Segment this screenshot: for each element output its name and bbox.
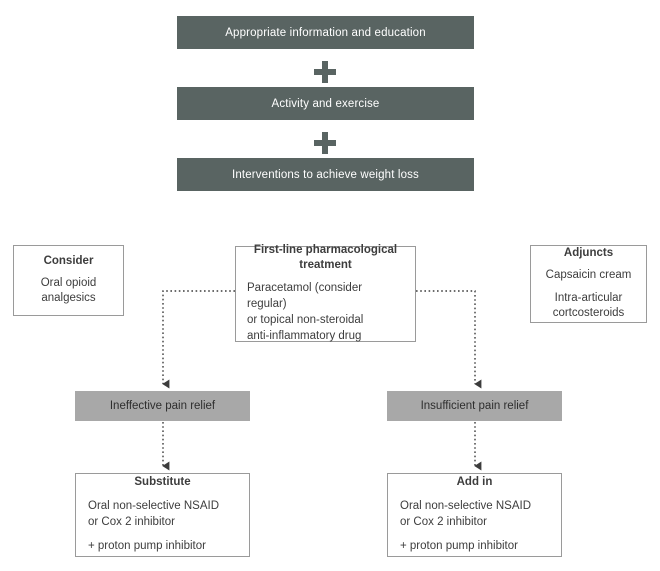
adjuncts-box-header: Adjuncts bbox=[563, 246, 614, 259]
action-substitute-box: Substitute Oral non-selective NSAID or C… bbox=[75, 473, 250, 557]
banner-label: Appropriate information and education bbox=[225, 26, 426, 39]
outcome-ineffective-pain-relief: Ineffective pain relief bbox=[75, 391, 250, 421]
banner-activity-exercise: Activity and exercise bbox=[177, 87, 474, 120]
adjuncts-box: Adjuncts Capsaicin cream Intra-articular… bbox=[530, 245, 647, 323]
banner-weight-loss: Interventions to achieve weight loss bbox=[177, 158, 474, 191]
consider-box-line-1: Oral opioid bbox=[40, 276, 97, 289]
banner-label: Interventions to achieve weight loss bbox=[232, 168, 419, 181]
first-line-box-line-2: or topical non-steroidal bbox=[247, 313, 364, 326]
action-box-line-2: or Cox 2 inhibitor bbox=[88, 515, 175, 528]
action-add-in-box: Add in Oral non-selective NSAID or Cox 2… bbox=[387, 473, 562, 557]
consider-box-header: Consider bbox=[43, 254, 94, 267]
action-box-line-2: or Cox 2 inhibitor bbox=[400, 515, 487, 528]
connector-firstline-to-insufficient bbox=[416, 290, 482, 389]
action-box-line-1: Oral non-selective NSAID bbox=[88, 499, 220, 512]
consider-box-line-2: analgesics bbox=[41, 292, 96, 305]
connector-firstline-to-ineffective bbox=[162, 290, 235, 389]
first-line-box-line-3: anti-inflammatory drug bbox=[247, 329, 362, 342]
banner-label: Activity and exercise bbox=[271, 97, 380, 110]
outcome-label: Ineffective pain relief bbox=[109, 400, 216, 412]
banner-information-education: Appropriate information and education bbox=[177, 16, 474, 49]
adjuncts-box-line-2b: cortcosteroids bbox=[552, 307, 625, 320]
outcome-label: Insufficient pain relief bbox=[420, 400, 529, 412]
action-box-header: Add in bbox=[456, 475, 493, 488]
adjuncts-box-line-1: Capsaicin cream bbox=[545, 268, 632, 281]
first-line-box-line-1: Paracetamol (consider regular) bbox=[247, 282, 363, 311]
plus-icon bbox=[314, 132, 336, 154]
consider-box: Consider Oral opioid analgesics bbox=[13, 245, 124, 316]
action-box-header: Substitute bbox=[134, 475, 191, 488]
action-box-line-3: + proton pump inhibitor bbox=[88, 540, 206, 553]
first-line-box-header: First-line pharmacological treatment bbox=[253, 244, 398, 272]
action-box-line-3: + proton pump inhibitor bbox=[400, 540, 518, 553]
adjuncts-box-line-2a: Intra-articular bbox=[554, 291, 623, 304]
action-box-line-1: Oral non-selective NSAID bbox=[400, 499, 532, 512]
first-line-treatment-box: First-line pharmacological treatment Par… bbox=[235, 244, 416, 342]
plus-icon bbox=[314, 61, 336, 83]
outcome-insufficient-pain-relief: Insufficient pain relief bbox=[387, 391, 562, 421]
